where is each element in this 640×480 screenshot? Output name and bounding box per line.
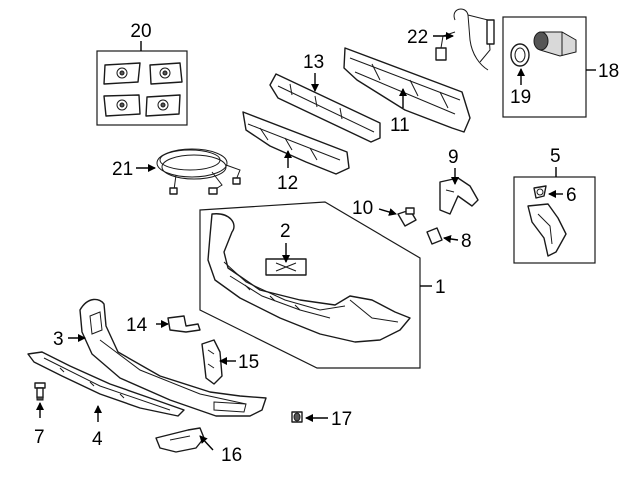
part-10-bolt: 10 (352, 198, 417, 227)
part-16-reflector-lamp: 16 (155, 427, 242, 466)
sensor-bracket-2 (149, 62, 183, 85)
part-5-bracket-assembly: 5 6 (513, 146, 596, 264)
side-bracket (527, 203, 567, 257)
part-18-box (502, 16, 587, 118)
sensor-bracket-4 (145, 94, 181, 117)
part-9-bracket: 9 (439, 147, 479, 215)
callout-9: 9 (448, 147, 459, 168)
part-20-sensor-bracket-kit: 20 (96, 21, 188, 126)
part-15-bracket: 15 (201, 339, 259, 385)
part-4-undertray: 4 (27, 351, 185, 450)
part-6-push-clip (533, 185, 547, 199)
callout-4: 4 (92, 429, 103, 450)
callout-19: 19 (510, 87, 531, 108)
callout-2: 2 (280, 221, 291, 242)
callout-22: 22 (407, 27, 428, 48)
callout-20: 20 (130, 21, 151, 42)
part-1-box (199, 201, 421, 369)
bumper-cover-shape (207, 213, 411, 343)
part-8-clip: 8 (426, 227, 472, 252)
callout-6: 6 (566, 185, 577, 206)
callout-3: 3 (53, 329, 64, 350)
part-5-box (513, 176, 596, 264)
callout-14: 14 (126, 315, 148, 336)
callout-17: 17 (331, 409, 352, 430)
callout-16: 16 (221, 445, 242, 466)
callout-18: 18 (598, 61, 619, 82)
part-12-energy-absorber: 12 (242, 111, 350, 194)
part-21-wiring-harness: 21 (112, 148, 241, 195)
part-22-sensor-harness: 22 (407, 8, 495, 71)
sensor-body (533, 31, 577, 57)
callout-8: 8 (461, 231, 472, 252)
callout-5: 5 (550, 146, 561, 167)
callout-7: 7 (34, 427, 45, 448)
callout-1: 1 (435, 277, 446, 298)
part-1-bumper-cover: 2 1 (199, 201, 446, 369)
part-13-absorber-upper: 13 (269, 52, 381, 143)
part-17-sensor-plug: 17 (291, 409, 352, 430)
part-11-reinforcement-beam: 11 (343, 47, 471, 136)
part-18-parking-sensor: 18 19 (502, 16, 619, 118)
callout-11: 11 (390, 115, 410, 136)
callout-12: 12 (277, 173, 298, 194)
part-3-lower-valance: 3 (53, 298, 267, 417)
callout-10: 10 (352, 198, 373, 219)
part-7-screw: 7 (34, 382, 46, 448)
part-20-box (96, 50, 188, 126)
sensor-bracket-3 (103, 94, 141, 117)
part-14-reflector: 14 (126, 315, 201, 336)
part-19-sensor-ring (510, 43, 530, 67)
callout-13: 13 (303, 52, 324, 73)
callout-21: 21 (112, 159, 133, 180)
sensor-bracket-1 (103, 62, 141, 85)
part-2-label (265, 258, 307, 276)
callout-15: 15 (238, 352, 259, 373)
